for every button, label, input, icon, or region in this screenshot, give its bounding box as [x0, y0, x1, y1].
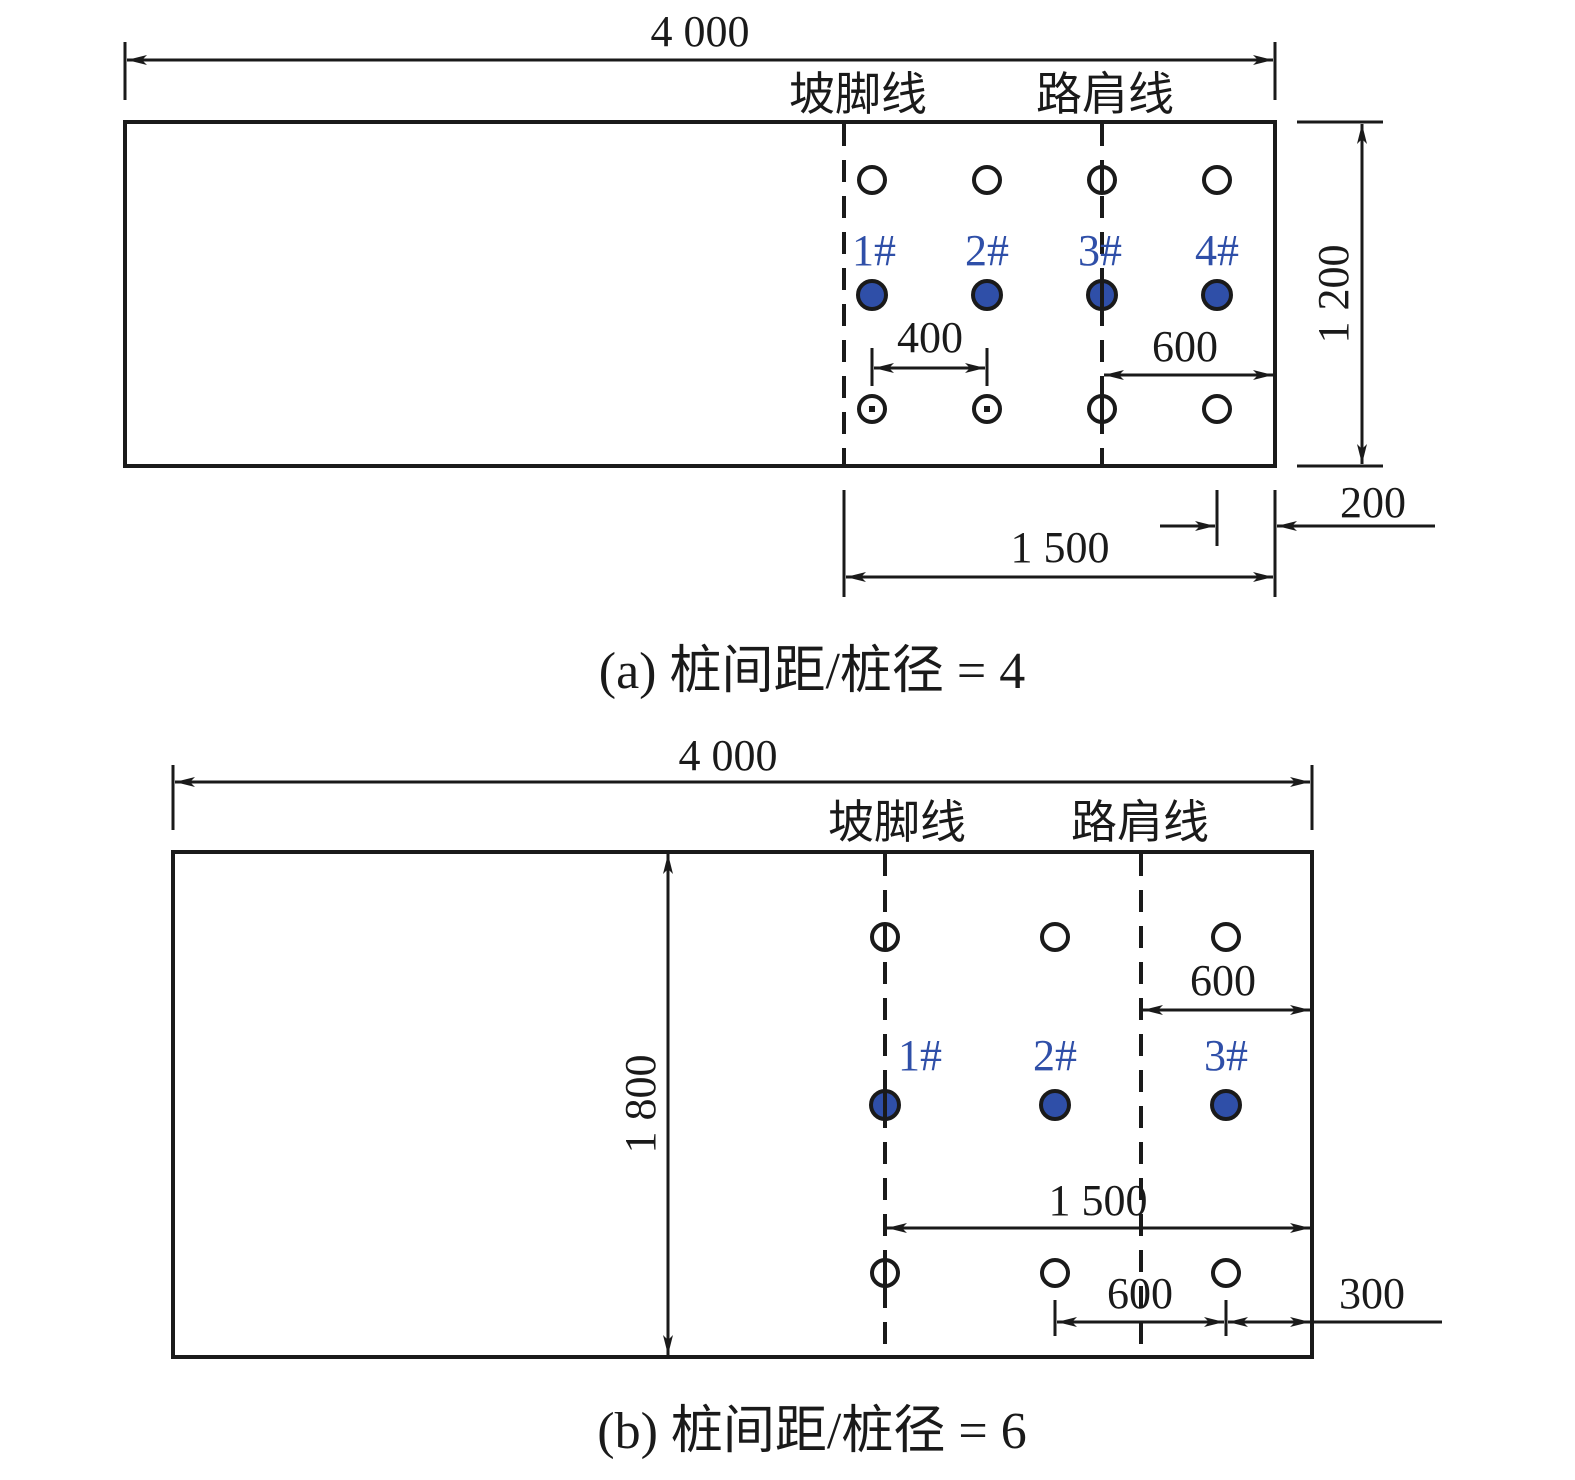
monitored-pile-3 [1210, 1089, 1242, 1121]
pile-label-4: 4# [1195, 226, 1239, 275]
slope-toe-line-label: 坡脚线 [828, 795, 966, 849]
shoulder-line-label: 路肩线 [1071, 795, 1209, 849]
pile [1211, 1258, 1241, 1288]
shoulder-offset-label: 600 [1152, 322, 1218, 371]
pile [972, 165, 1002, 195]
embankment-plan-outline [171, 850, 1314, 1359]
toe-to-edge-label: 1 500 [1011, 523, 1110, 572]
edge-offset-label: 200 [1340, 478, 1406, 527]
monitored-pile-1 [856, 279, 888, 311]
total-length-label: 4 000 [679, 731, 778, 780]
pile-spacing-label: 400 [897, 313, 963, 362]
edge-offset-label: 300 [1339, 1269, 1405, 1318]
pile [1040, 922, 1070, 952]
total-length-label: 4 000 [651, 7, 750, 56]
shoulder-line-label: 路肩线 [1036, 67, 1174, 121]
pile [1202, 394, 1232, 424]
monitored-pile-2 [1039, 1089, 1071, 1121]
toe-to-edge-label: 1 500 [1049, 1176, 1148, 1225]
width-label: 1 200 [1309, 245, 1358, 344]
pile-label-1: 1# [852, 226, 896, 275]
panel-b: 4 000 坡脚线 路肩线 1# 2# 3# 1 800 600 1 500 [171, 731, 1442, 1460]
monitored-pile-4 [1201, 279, 1233, 311]
pile [1040, 1258, 1070, 1288]
pile-label-3: 3# [1078, 226, 1122, 275]
embankment-plan-outline [123, 120, 1277, 468]
monitored-pile-2 [971, 279, 1003, 311]
pile [857, 165, 887, 195]
pile [1211, 922, 1241, 952]
pile-label-3: 3# [1204, 1031, 1248, 1080]
panel-a: 4 000 坡脚线 路肩线 1# 2# 3# 4# 400 [123, 7, 1435, 700]
width-label: 1 800 [616, 1055, 665, 1154]
pile-label-1: 1# [898, 1031, 942, 1080]
pile-label-2: 2# [965, 226, 1009, 275]
shoulder-offset-label: 600 [1190, 956, 1256, 1005]
slope-toe-line-label: 坡脚线 [789, 67, 927, 121]
caption-a: (a) 桩间距/桩径 = 4 [599, 643, 1026, 700]
pile [1202, 165, 1232, 195]
caption-b: (b) 桩间距/桩径 = 6 [597, 1403, 1026, 1460]
pile-spacing-label: 600 [1107, 1269, 1173, 1318]
pile-label-2: 2# [1033, 1031, 1077, 1080]
